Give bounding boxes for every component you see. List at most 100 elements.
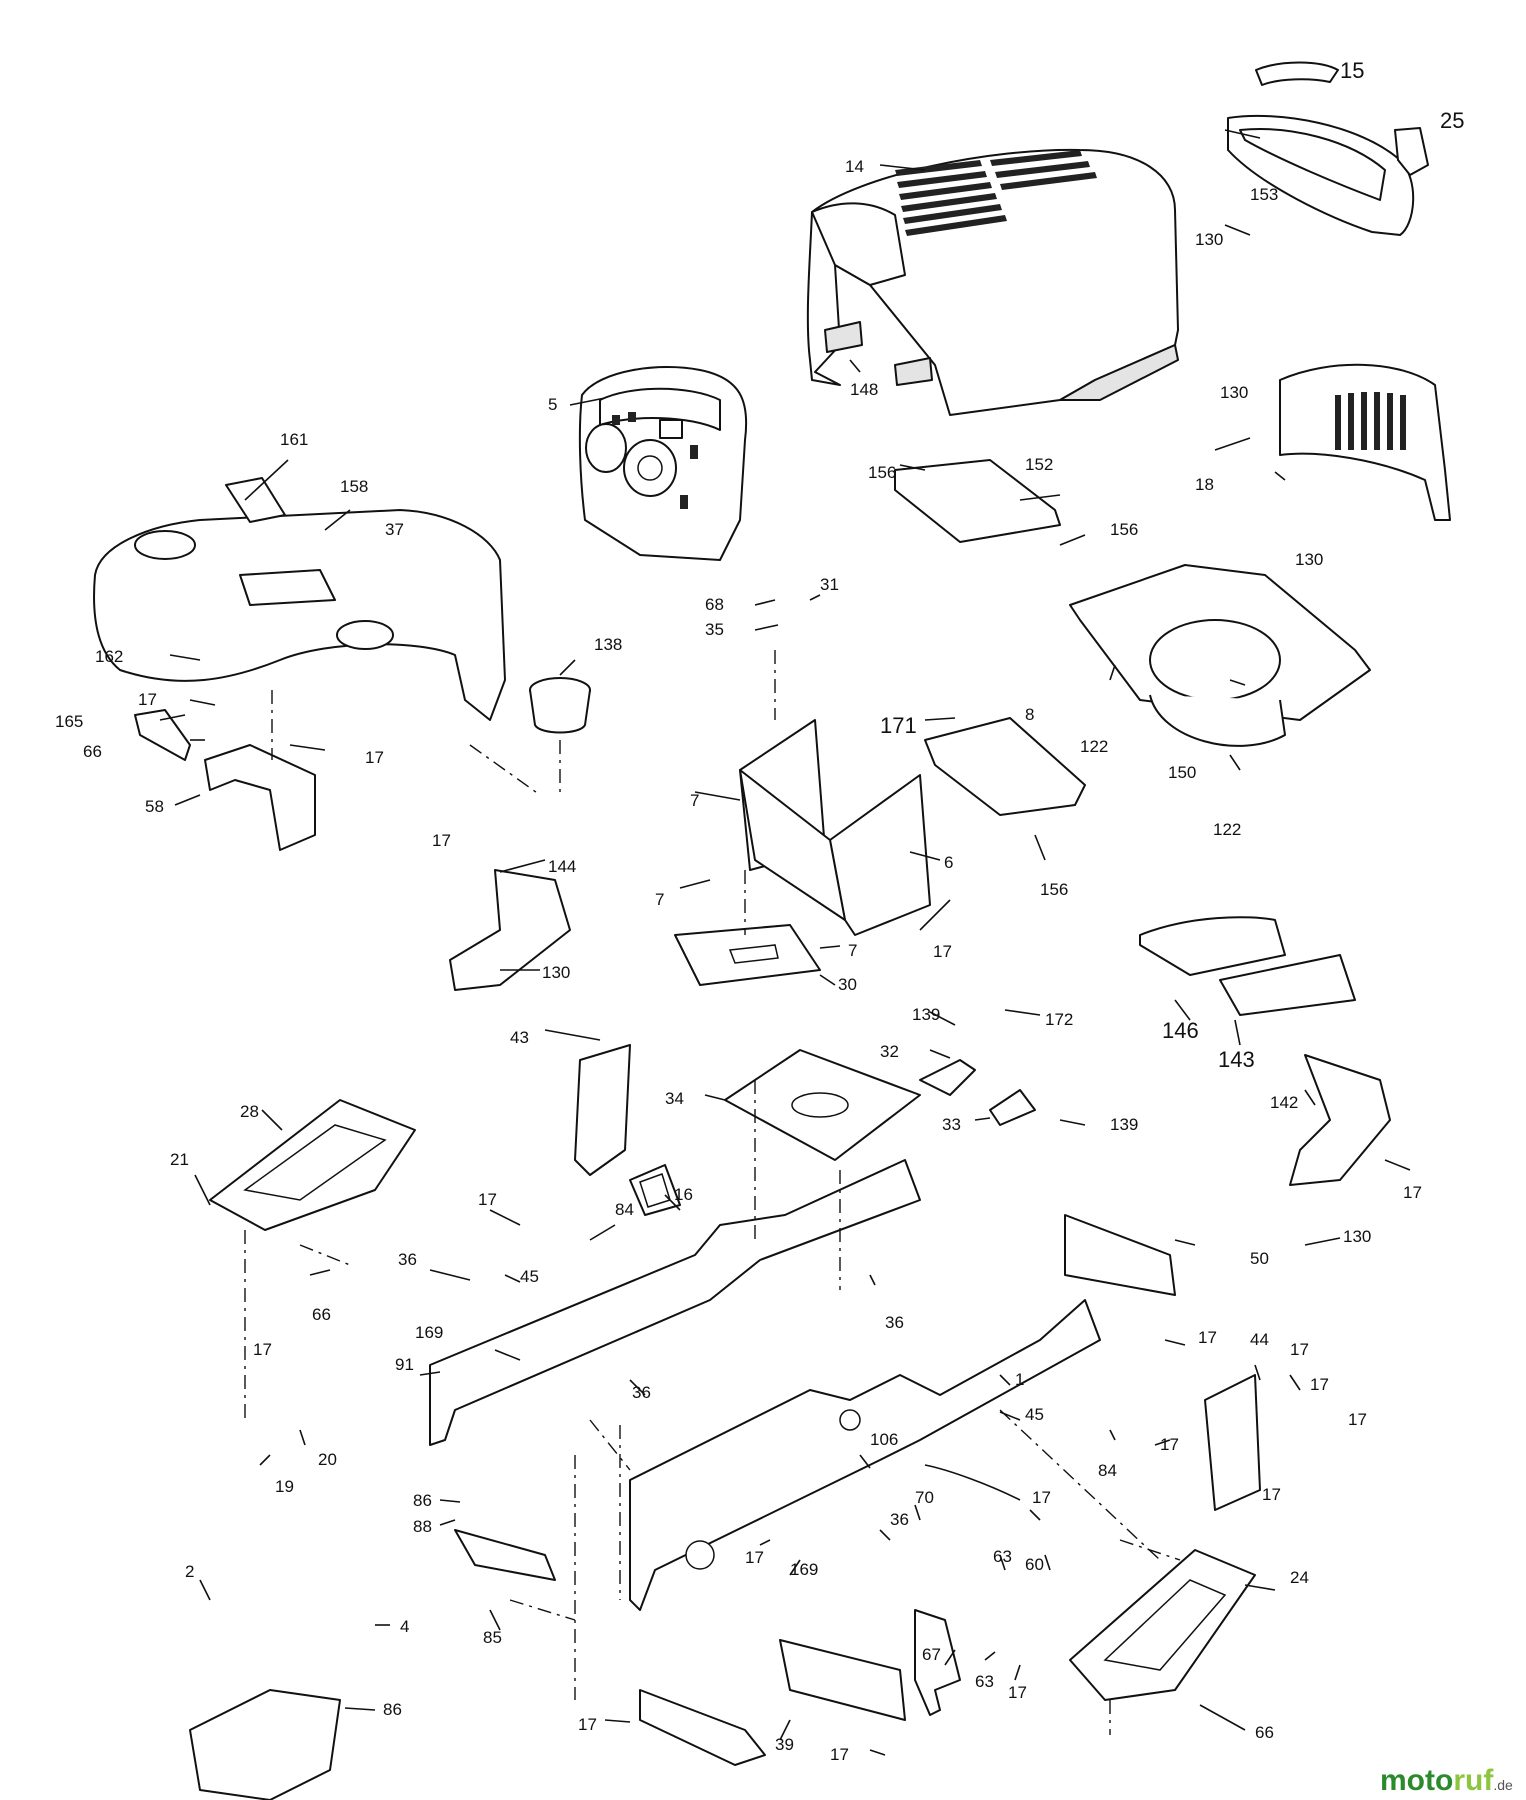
callout-17: 17	[745, 1548, 764, 1567]
callout-58: 58	[145, 797, 164, 816]
callout-150: 150	[1168, 763, 1196, 782]
callout-156: 156	[1040, 880, 1068, 899]
callout-17: 17	[933, 942, 952, 961]
callout-165: 165	[55, 712, 83, 731]
callout-36: 36	[398, 1250, 417, 1269]
fender-part	[93, 509, 506, 721]
callouts: 15 25 14 153 130 148 5 130 156 152 18 15…	[55, 58, 1464, 1764]
side-panel-part	[1279, 363, 1451, 521]
callout-39: 39	[775, 1735, 794, 1754]
callout-17: 17	[478, 1190, 497, 1209]
callout-138: 138	[594, 635, 622, 654]
cup-holder-part	[529, 677, 591, 734]
watermark-suffix: .de	[1493, 1777, 1513, 1793]
callout-148: 148	[850, 380, 878, 399]
callout-156: 156	[868, 463, 896, 482]
callout-66: 66	[312, 1305, 331, 1324]
callout-45: 45	[520, 1267, 539, 1286]
callout-7: 7	[690, 791, 699, 810]
callout-86: 86	[413, 1491, 432, 1510]
callout-17: 17	[578, 1715, 597, 1734]
bracket-85-part	[454, 1529, 556, 1581]
watermark-brand-b: ruf	[1453, 1764, 1494, 1797]
callout-162: 162	[95, 647, 123, 666]
callout-6: 6	[944, 853, 953, 872]
callout-15: 15	[1340, 58, 1364, 83]
callout-17: 17	[1262, 1485, 1281, 1504]
callout-17: 17	[365, 748, 384, 767]
rod-67-part	[914, 1609, 961, 1716]
bracket-142-part	[1289, 1054, 1391, 1186]
callout-17: 17	[1198, 1328, 1217, 1347]
callout-8: 8	[1025, 705, 1034, 724]
callout-17: 17	[1290, 1340, 1309, 1359]
hood-part	[806, 148, 1179, 416]
callout-122: 122	[1080, 737, 1108, 756]
callout-88: 88	[413, 1517, 432, 1536]
callout-17: 17	[432, 831, 451, 850]
callout-146: 146	[1162, 1018, 1199, 1043]
callout-35: 35	[705, 620, 724, 639]
dash-panel-part	[578, 366, 748, 561]
footrest-28-part	[209, 1099, 416, 1231]
svg-text:motoruf.de: motoruf.de	[1380, 1764, 1513, 1797]
bracket-32-part	[919, 1059, 976, 1096]
callout-17: 17	[1160, 1435, 1179, 1454]
callout-106: 106	[870, 1430, 898, 1449]
callout-28: 28	[240, 1102, 259, 1121]
bracket-50-part	[1064, 1214, 1176, 1296]
callout-36: 36	[632, 1383, 651, 1402]
callout-37: 37	[385, 520, 404, 539]
assembly-lines	[244, 650, 1181, 1735]
callout-60: 60	[1025, 1555, 1044, 1574]
callout-130: 130	[542, 963, 570, 982]
callout-19: 19	[275, 1477, 294, 1496]
watermark-logo: motoruf.de	[1380, 1764, 1513, 1797]
callout-130: 130	[1220, 383, 1248, 402]
callout-21: 21	[170, 1150, 189, 1169]
callout-36: 36	[885, 1313, 904, 1332]
callout-25: 25	[1440, 108, 1464, 133]
seat-plate-part	[724, 1049, 921, 1161]
cover-143-part	[1219, 954, 1356, 1016]
callout-130: 130	[1195, 230, 1223, 249]
callout-36: 36	[890, 1510, 909, 1529]
bracket-144-part	[449, 869, 571, 991]
callout-86: 86	[383, 1700, 402, 1719]
callout-169: 169	[790, 1560, 818, 1579]
headlight-housing-part	[1227, 61, 1429, 236]
console-box-part	[739, 719, 931, 936]
bracket-152-part	[894, 459, 1061, 543]
footrest-24-part	[1069, 1549, 1256, 1701]
callout-44: 44	[1250, 1330, 1269, 1349]
callout-70: 70	[915, 1488, 934, 1507]
knob-161-part	[225, 477, 286, 523]
callout-68: 68	[705, 595, 724, 614]
rod-70-part	[924, 1464, 1021, 1501]
callout-63: 63	[993, 1547, 1012, 1566]
callout-34: 34	[665, 1089, 684, 1108]
callout-17: 17	[1032, 1488, 1051, 1507]
bracket-44-part	[1204, 1374, 1261, 1511]
callout-18: 18	[1195, 475, 1214, 494]
callout-67: 67	[922, 1645, 941, 1664]
callout-4: 4	[400, 1617, 409, 1636]
callout-122: 122	[1213, 820, 1241, 839]
plate-30-part	[674, 924, 821, 986]
callout-153: 153	[1250, 185, 1278, 204]
callout-66: 66	[1255, 1723, 1274, 1742]
callout-7: 7	[655, 890, 664, 909]
bracket-43-part	[574, 1044, 631, 1176]
callout-17: 17	[1348, 1410, 1367, 1429]
callout-66: 66	[83, 742, 102, 761]
callout-30: 30	[838, 975, 857, 994]
callout-142: 142	[1270, 1093, 1298, 1112]
callout-84: 84	[615, 1200, 634, 1219]
callout-84: 84	[1098, 1461, 1117, 1480]
callout-169: 169	[415, 1323, 443, 1342]
callout-171: 171	[880, 713, 917, 738]
callout-1: 1	[1015, 1370, 1024, 1389]
watermark-brand-a: moto	[1380, 1764, 1453, 1797]
cover-146-part	[1139, 916, 1286, 976]
